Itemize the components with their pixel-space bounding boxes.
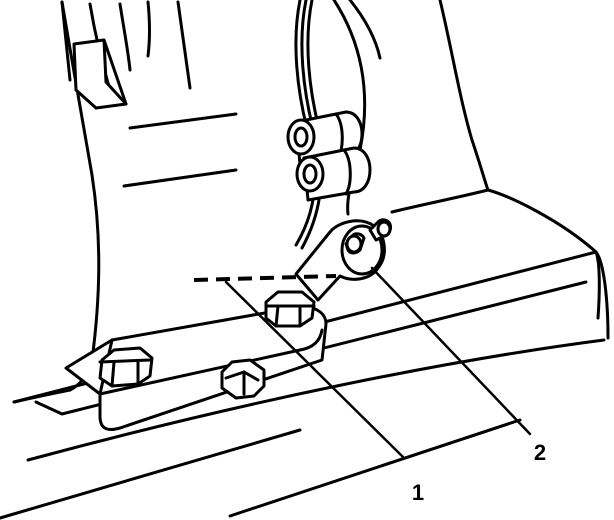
hex-bolt-front [220, 358, 266, 400]
reference-dashed-line [193, 274, 337, 282]
leader-line-2 [370, 266, 532, 436]
leader-line-1 [224, 280, 406, 460]
hex-bolt-right [264, 290, 316, 328]
hose-fittings [286, 110, 372, 202]
callout-label-2: 2 [534, 440, 546, 465]
callout-label-1: 1 [412, 480, 424, 505]
adjuster-lever [294, 218, 392, 302]
hex-bolt-left [98, 346, 154, 388]
